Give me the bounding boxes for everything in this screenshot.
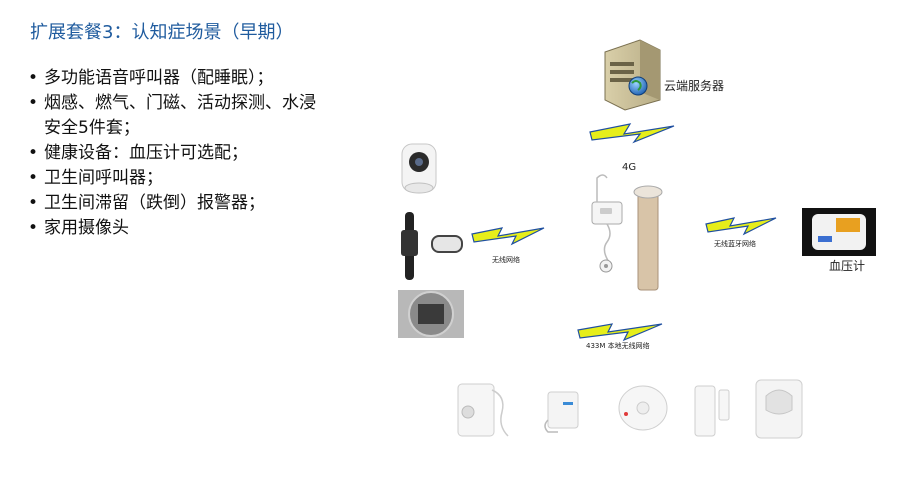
link-433-label: 433M 本地无线网络	[586, 341, 650, 350]
floor-sensor-icon	[398, 290, 464, 338]
gas-detector-icon	[457, 383, 509, 437]
feature-item: 多功能语音呼叫器（配睡眠）；	[28, 66, 328, 91]
page-title: 扩展套餐3：认知症场景（早期）	[30, 22, 294, 43]
link-4g-label: 4G	[622, 162, 636, 173]
wristband-icon	[401, 212, 463, 280]
server-icon	[604, 39, 661, 111]
feature-item: 卫生间呼叫器；	[28, 166, 328, 191]
camera-icon	[401, 143, 437, 194]
lightning-icon-433	[577, 323, 663, 342]
smoke-detector-icon	[618, 385, 668, 431]
water-sensor-icon	[544, 391, 579, 433]
link-bluetooth-label: 无线蓝牙网络	[714, 239, 756, 248]
bp-monitor-icon	[802, 208, 876, 256]
lightning-icon-4g	[589, 123, 675, 144]
feature-item: 卫生间滞留（跌倒）报警器；	[28, 191, 328, 216]
bp-monitor-label: 血压计	[829, 259, 865, 273]
voice-caller-hub	[591, 174, 663, 291]
lightning-icon-wireless	[471, 227, 545, 246]
feature-item: 健康设备：血压计可选配；	[28, 141, 328, 166]
lightning-icon-bluetooth	[705, 217, 777, 236]
feature-item: 烟感、燃气、门磁、活动探测、水浸安全5件套；	[28, 91, 328, 141]
door-sensor-icon	[694, 385, 730, 437]
feature-list: 多功能语音呼叫器（配睡眠）； 烟感、燃气、门磁、活动探测、水浸安全5件套； 健康…	[28, 66, 328, 241]
link-wireless-label: 无线网络	[492, 255, 520, 264]
feature-item: 家用摄像头	[28, 216, 328, 241]
motion-detector-icon	[755, 379, 803, 439]
server-label: 云端服务器	[664, 78, 724, 93]
